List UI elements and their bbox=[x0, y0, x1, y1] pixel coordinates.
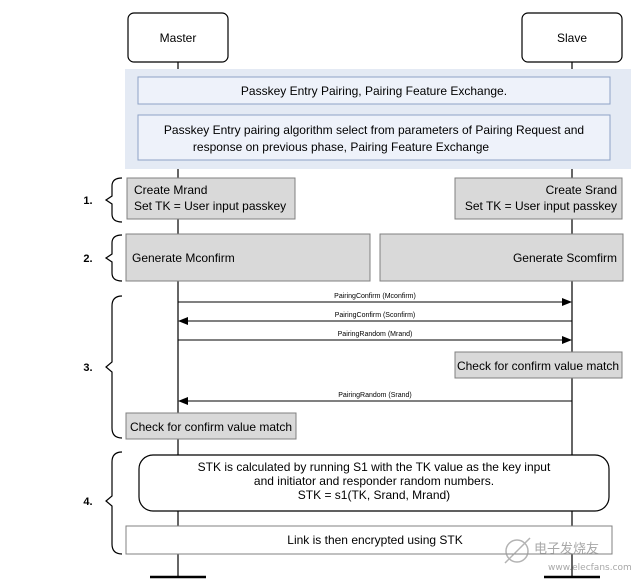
generate-sconfirm-label: Generate Scomfirm bbox=[513, 251, 617, 265]
pairing-random-mrand-label: PairingRandom (Mrand) bbox=[338, 331, 413, 338]
link-encrypted-box bbox=[125, 525, 613, 555]
watermark-circle-icon bbox=[505, 539, 529, 563]
master-create-box bbox=[126, 177, 296, 220]
step-number-2: 2. bbox=[83, 253, 92, 265]
step-3-brace bbox=[105, 295, 123, 439]
step-number-3: 3. bbox=[83, 362, 92, 374]
stk-calculation-line1: STK is calculated by running S1 with the… bbox=[198, 460, 551, 474]
algorithm-select-box bbox=[137, 114, 611, 161]
slave-create-box bbox=[454, 177, 623, 220]
step-2-brace bbox=[104, 234, 123, 282]
master-create-line1: Create Mrand bbox=[134, 183, 207, 197]
pairing-confirm-sconfirm-label: PairingConfirm (Sconfirm) bbox=[335, 312, 416, 319]
slave-participant-label: Slave bbox=[557, 31, 587, 45]
watermark-url: www.elecfans.com bbox=[548, 563, 632, 573]
step-4-brace bbox=[105, 451, 123, 555]
link-encrypted-label: Link is then encrypted using STK bbox=[287, 533, 462, 547]
slave-create-line2: Set TK = User input passkey bbox=[465, 199, 617, 213]
feature-exchange-label: Passkey Entry Pairing, Pairing Feature E… bbox=[241, 84, 507, 98]
slave-create-line1: Create Srand bbox=[546, 183, 617, 197]
master-check-box bbox=[125, 412, 297, 440]
feature-exchange-box bbox=[137, 76, 611, 105]
generate-mconfirm-label: Generate Mconfirm bbox=[132, 251, 235, 265]
slave-check-box bbox=[454, 351, 623, 379]
pairing-random-srand-label: PairingRandom (Srand) bbox=[338, 392, 412, 399]
master-participant-label: Master bbox=[160, 31, 197, 45]
stk-calculation-box bbox=[138, 454, 610, 512]
slave-check-label: Check for confirm value match bbox=[457, 359, 619, 373]
watermark-logo: 电子发烧友 www.elecfans.com bbox=[504, 537, 632, 573]
stk-calculation-line3: STK = s1(TK, Srand, Mrand) bbox=[298, 488, 450, 502]
stk-calculation-line2: and initiator and responder random numbe… bbox=[254, 474, 494, 488]
master-check-label: Check for confirm value match bbox=[130, 420, 292, 434]
step-1-brace bbox=[104, 177, 123, 223]
pairing-confirm-mconfirm-label: PairingConfirm (Mconfirm) bbox=[334, 293, 416, 300]
master-create-line2: Set TK = User input passkey bbox=[134, 199, 286, 213]
watermark-slash-icon bbox=[504, 537, 531, 564]
algorithm-select-line1: Passkey Entry pairing algorithm select f… bbox=[164, 123, 584, 137]
generate-mconfirm-box bbox=[125, 233, 371, 282]
watermark-name: 电子发烧友 bbox=[534, 541, 599, 557]
step-number-4: 4. bbox=[83, 496, 92, 508]
algorithm-select-line2: response on previous phase, Pairing Feat… bbox=[193, 140, 490, 154]
generate-sconfirm-box bbox=[379, 233, 624, 282]
step-number-1: 1. bbox=[83, 195, 92, 207]
